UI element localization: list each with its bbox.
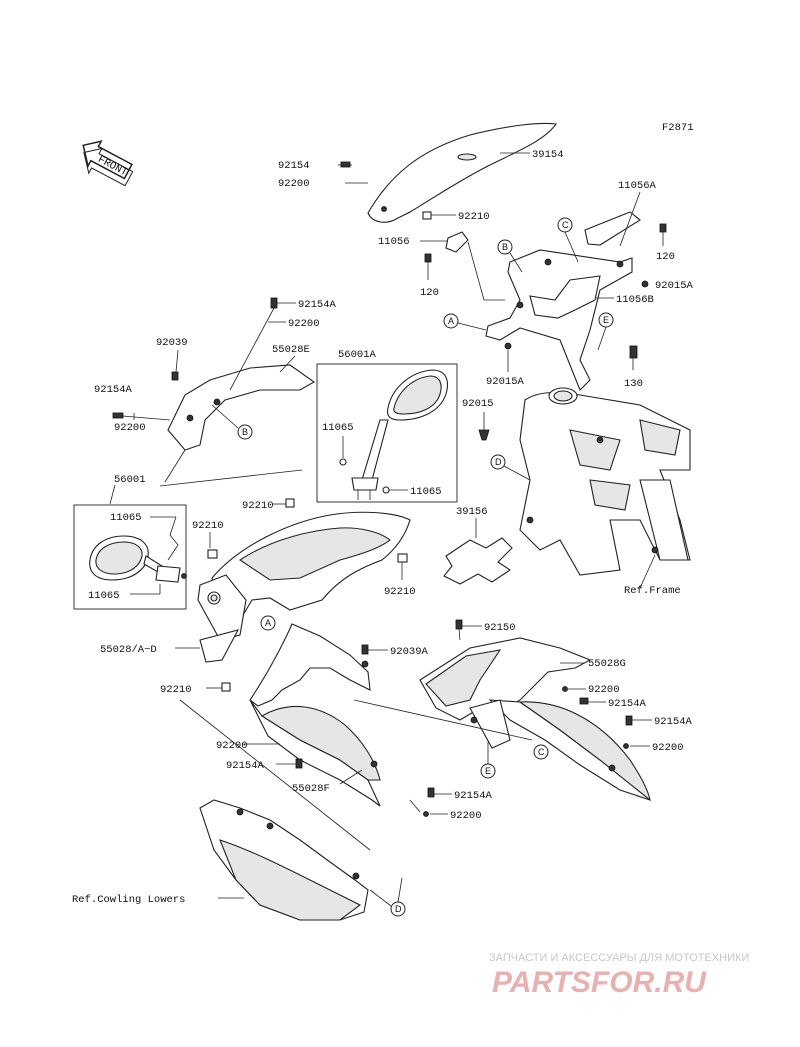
label-39154: 39154 — [532, 149, 564, 161]
mirror-group-box-right — [316, 363, 458, 503]
frame-body-part — [519, 387, 691, 576]
windshield-part — [367, 122, 557, 223]
label-55028AD: 55028/A~D — [100, 644, 157, 656]
label-130: 130 — [624, 378, 643, 390]
svg-text:E: E — [485, 766, 491, 776]
label-120-right: 120 — [656, 251, 675, 263]
label-11056B: 11056B — [616, 294, 654, 306]
label-92200-4: 92200 — [652, 742, 684, 754]
front-arrow-icon: FRONT — [82, 140, 134, 187]
label-92015A-right: 92015A — [655, 280, 694, 292]
label-92210-top: 92210 — [458, 211, 490, 223]
callout-e-right: E — [480, 763, 496, 779]
svg-text:A: A — [265, 618, 271, 628]
label-92200-5: 92200 — [216, 740, 248, 752]
label-92039A: 92039A — [390, 646, 429, 658]
label-92154A-4: 92154A — [654, 716, 693, 728]
mirror-left-part — [89, 535, 187, 583]
callout-d-frame: D — [490, 454, 506, 470]
label-11056: 11056 — [378, 236, 410, 248]
label-11065-c: 11065 — [110, 512, 142, 524]
label-ref-frame: Ref.Frame — [624, 585, 681, 597]
label-92210-a: 92210 — [242, 500, 274, 512]
label-11065-b: 11065 — [410, 486, 442, 498]
callout-b-top: B — [497, 239, 513, 255]
label-56001: 56001 — [114, 474, 146, 486]
label-92154A-5: 92154A — [226, 760, 265, 772]
label-92200-top: 92200 — [278, 178, 310, 190]
watermark-logo: PARTSFOR.RU — [492, 966, 707, 999]
svg-text:B: B — [242, 427, 248, 437]
label-92154A-3: 92154A — [608, 698, 647, 710]
label-92154A-6: 92154A — [454, 790, 493, 802]
label-92200-2: 92200 — [288, 318, 320, 330]
watermark-tagline: ЗАПЧАСТИ И АКСЕССУАРЫ ДЛЯ МОТОТЕХНИКИ — [489, 952, 749, 964]
label-92210-b: 92210 — [192, 520, 224, 532]
mirror-right-part — [351, 369, 449, 500]
label-55028F: 55028F — [292, 783, 330, 795]
svg-text:E: E — [603, 315, 609, 325]
label-11056A: 11056A — [618, 180, 657, 192]
stay-frame-part — [485, 211, 641, 391]
figure-code: F2871 — [662, 122, 694, 134]
callout-a-top: A — [443, 313, 459, 329]
svg-text:C: C — [538, 747, 545, 757]
label-92200-1: 92200 — [114, 422, 146, 434]
callout-b-left: B — [237, 424, 253, 440]
label-92039: 92039 — [156, 337, 188, 349]
label-55028E: 55028E — [272, 344, 310, 356]
callout-c-top: C — [557, 217, 573, 233]
upper-side-panel-left — [167, 364, 316, 451]
label-92200-6: 92200 — [450, 810, 482, 822]
label-55028G: 55028G — [588, 658, 626, 670]
svg-text:A: A — [448, 316, 454, 326]
label-11065-d: 11065 — [88, 590, 120, 602]
svg-text:D: D — [395, 904, 402, 914]
side-panel-right — [419, 637, 651, 802]
label-92154-top: 92154 — [278, 160, 310, 172]
label-92015: 92015 — [462, 398, 494, 410]
label-92015A-mid: 92015A — [486, 376, 525, 388]
label-92150: 92150 — [484, 622, 516, 634]
callout-c-right: C — [533, 744, 549, 760]
label-39156: 39156 — [456, 506, 488, 518]
label-120-left: 120 — [420, 287, 439, 299]
label-92210-d: 92210 — [160, 684, 192, 696]
svg-text:C: C — [562, 220, 569, 230]
mirror-group-box-left — [73, 504, 187, 610]
callout-e-top: E — [598, 312, 614, 328]
callout-d-bottom: D — [390, 901, 406, 917]
label-92154A-2: 92154A — [298, 299, 337, 311]
cowling-lower-part — [199, 799, 369, 921]
label-92200-3: 92200 — [588, 684, 620, 696]
label-56001A: 56001A — [338, 349, 377, 361]
label-11065-a: 11065 — [322, 422, 354, 434]
blind-plate-part — [443, 537, 513, 585]
label-92154A-1: 92154A — [94, 384, 133, 396]
callout-a-mid: A — [260, 615, 276, 631]
svg-text:D: D — [495, 457, 502, 467]
svg-text:B: B — [502, 242, 508, 252]
label-92210-c: 92210 — [384, 586, 416, 598]
inner-fairing-part — [197, 511, 411, 663]
label-ref-cowling-lowers: Ref.Cowling Lowers — [72, 894, 185, 906]
side-panel-left-lower — [249, 623, 381, 807]
